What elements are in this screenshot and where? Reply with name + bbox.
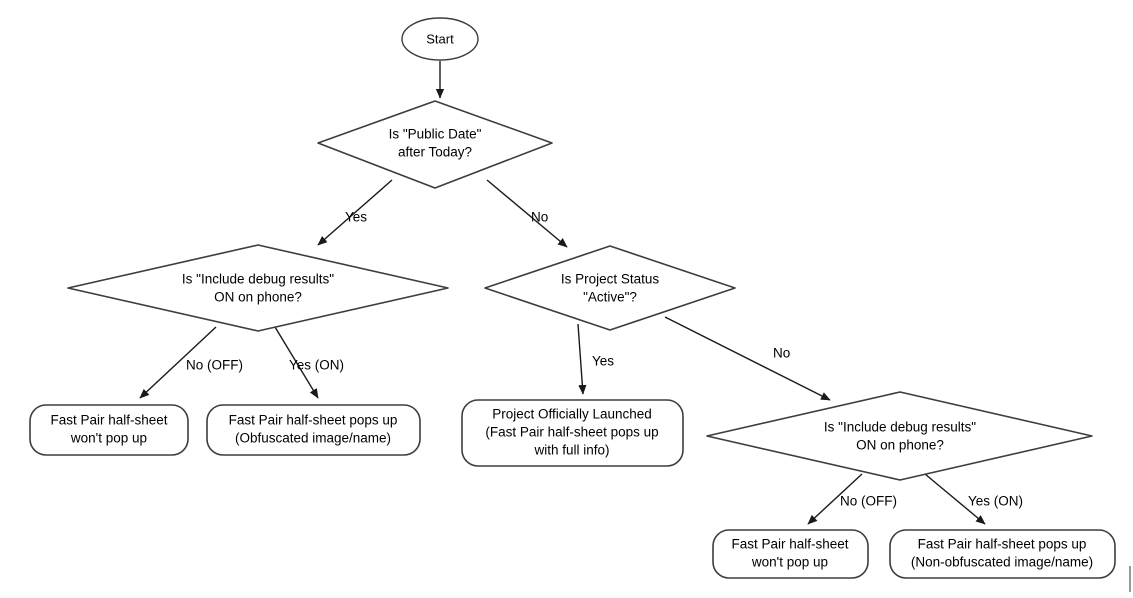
node-label-line-2: after Today? — [398, 145, 472, 160]
edge-debug-left-no: No (OFF) — [139, 326, 243, 399]
node-label: Start — [426, 31, 454, 46]
node-decision-project-status[interactable]: Is Project Status "Active"? — [484, 245, 736, 331]
diamond-shape — [317, 100, 553, 189]
node-decision-debug-results-right[interactable]: Is "Include debug results" ON on phone? — [706, 391, 1093, 481]
node-start[interactable]: Start — [401, 17, 479, 61]
edge-line — [317, 179, 393, 246]
node-label-line-2: "Active"? — [583, 290, 637, 305]
node-decision-public-date[interactable]: Is "Public Date" after Today? — [317, 100, 553, 189]
node-decision-debug-results-left[interactable]: Is "Include debug results" ON on phone? — [67, 244, 449, 332]
node-terminal-non-obfuscated[interactable]: Fast Pair half-sheet pops up (Non-obfusc… — [889, 529, 1116, 579]
node-label-line-1: Fast Pair half-sheet — [50, 413, 167, 428]
node-label-line-1: Is "Include debug results" — [824, 420, 976, 435]
edge-debug-left-yes: Yes (ON) — [274, 326, 344, 399]
edge-line — [139, 326, 217, 399]
node-label-line-2: (Fast Pair half-sheet pops up — [485, 425, 658, 440]
node-label-line-1: Fast Pair half-sheet pops up — [229, 413, 398, 428]
edge-line — [807, 473, 863, 525]
rounded-rect-shape — [29, 404, 189, 456]
diamond-shape — [67, 244, 449, 332]
node-terminal-project-launched[interactable]: Project Officially Launched (Fast Pair h… — [461, 399, 684, 467]
node-label-line-1: Is Project Status — [561, 272, 660, 287]
node-label-line-3: with full info) — [533, 443, 609, 458]
edge-line — [274, 326, 319, 399]
edge-label-yes-on: Yes (ON) — [289, 358, 344, 373]
edge-project-status-yes: Yes — [577, 323, 614, 395]
edge-layer: Include debug results (left) --> Yes Is … — [139, 61, 1023, 525]
node-label-line-1: Fast Pair half-sheet pops up — [918, 537, 1087, 552]
diamond-shape — [706, 391, 1093, 481]
rounded-rect-shape — [889, 529, 1116, 579]
rounded-rect-shape — [461, 399, 684, 467]
edge-label-no: No — [773, 346, 790, 361]
node-terminal-obfuscated[interactable]: Fast Pair half-sheet pops up (Obfuscated… — [206, 404, 421, 456]
edge-label-yes: Yes — [592, 354, 614, 369]
node-label-line-2: (Non-obfuscated image/name) — [911, 555, 1093, 570]
edge-debug-right-no: No (OFF) — [807, 473, 897, 525]
edge-project-status-no: No — [664, 316, 831, 401]
node-label-line-2: won't pop up — [70, 431, 147, 446]
edge-line — [664, 316, 831, 401]
edge-line — [577, 323, 587, 395]
node-terminal-no-popup-right[interactable]: Fast Pair half-sheet won't pop up — [712, 529, 869, 579]
edge-label-yes-on: Yes (ON) — [968, 494, 1023, 509]
rounded-rect-shape — [712, 529, 869, 579]
edge-label-yes: Yes — [345, 210, 367, 225]
edge-line — [486, 179, 568, 248]
node-label-line-1: Is "Public Date" — [389, 127, 482, 142]
start-ellipse-shape — [401, 17, 479, 61]
edge-label-no: No — [531, 210, 548, 225]
node-layer: Start Is "Public Date" after Today? Is "… — [29, 17, 1116, 579]
edge-line — [924, 473, 986, 525]
edge-public-date-no: No — [486, 179, 568, 248]
node-terminal-no-popup-left[interactable]: Fast Pair half-sheet won't pop up — [29, 404, 189, 456]
node-label-line-1: Is "Include debug results" — [182, 272, 334, 287]
node-label-line-2: ON on phone? — [856, 438, 944, 453]
diamond-shape — [484, 245, 736, 331]
node-label-line-2: won't pop up — [751, 555, 828, 570]
edge-public-date-yes: Yes — [317, 179, 393, 246]
node-label-line-2: (Obfuscated image/name) — [235, 431, 391, 446]
edge-label-no-off: No (OFF) — [186, 358, 243, 373]
edge-label-no-off: No (OFF) — [840, 494, 897, 509]
node-label-line-2: ON on phone? — [214, 290, 302, 305]
edge-debug-right-yes: Yes (ON) — [924, 473, 1023, 525]
node-label-line-1: Fast Pair half-sheet — [731, 537, 848, 552]
node-label-line-1: Project Officially Launched — [492, 407, 652, 422]
rounded-rect-shape — [206, 404, 421, 456]
